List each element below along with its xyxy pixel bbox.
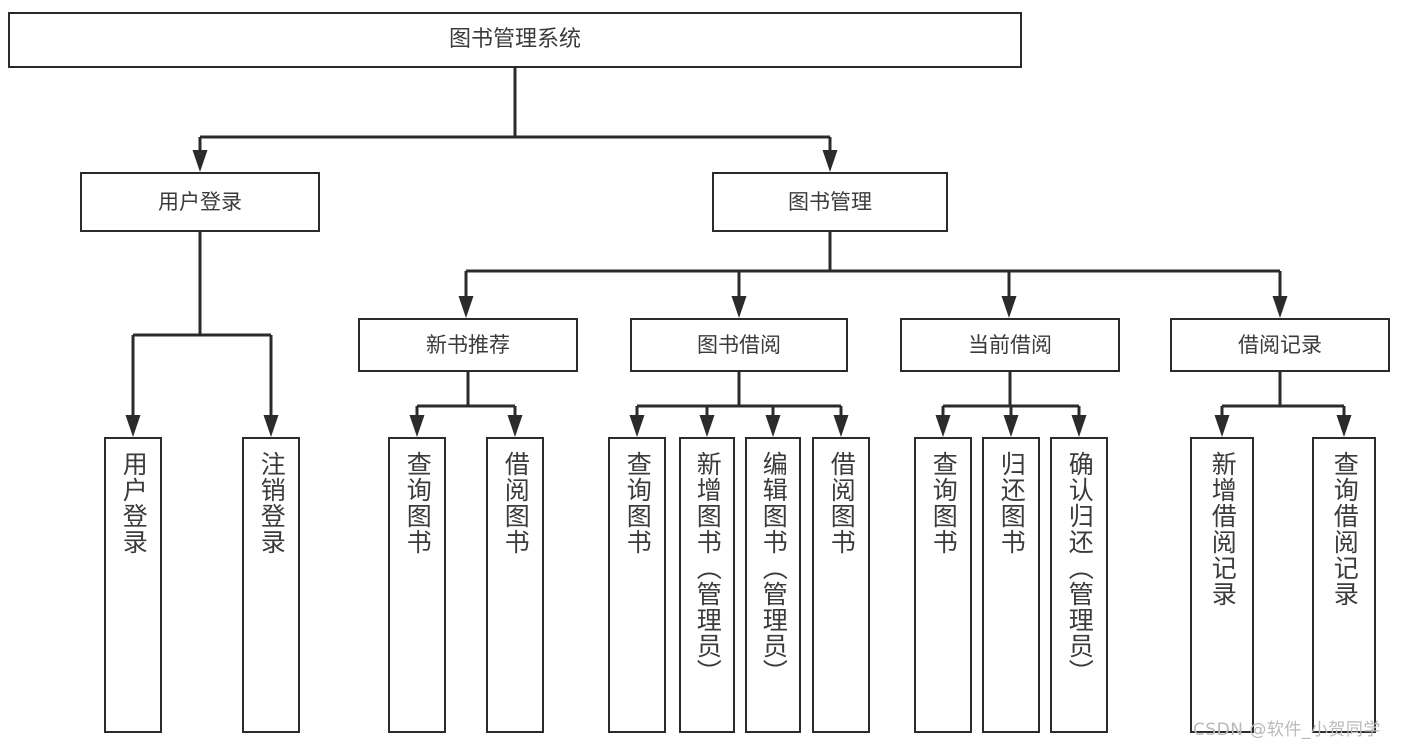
node-leaf-label: 新增图书（管理员） — [693, 451, 723, 685]
node-book-management[interactable]: 图书管理 — [712, 172, 948, 232]
node-leaf-label: 新增借阅记录 — [1208, 451, 1238, 607]
node-leaf-label: 注销登录 — [257, 451, 287, 555]
node-leaf-query-borrow-record[interactable]: 查询借阅记录 — [1312, 437, 1376, 733]
node-new-book-recommend-label: 新书推荐 — [426, 332, 510, 357]
node-leaf-return-book[interactable]: 归还图书 — [982, 437, 1040, 733]
node-leaf-label: 借阅图书 — [827, 451, 857, 555]
node-leaf-label: 查询图书 — [623, 451, 653, 555]
node-leaf-label: 用户登录 — [119, 451, 149, 555]
node-book-borrow-label: 图书借阅 — [697, 332, 781, 357]
node-borrow-records[interactable]: 借阅记录 — [1170, 318, 1390, 372]
node-leaf-edit-book-admin[interactable]: 编辑图书（管理员） — [745, 437, 801, 733]
node-current-borrow-label: 当前借阅 — [968, 332, 1052, 357]
node-leaf-borrow-book-recommend[interactable]: 借阅图书 — [486, 437, 544, 733]
node-leaf-add-borrow-record[interactable]: 新增借阅记录 — [1190, 437, 1254, 733]
node-leaf-borrow-book[interactable]: 借阅图书 — [812, 437, 870, 733]
node-leaf-user-login[interactable]: 用户登录 — [104, 437, 162, 733]
node-new-book-recommend[interactable]: 新书推荐 — [358, 318, 578, 372]
node-leaf-logout[interactable]: 注销登录 — [242, 437, 300, 733]
node-leaf-label: 归还图书 — [997, 451, 1027, 555]
node-leaf-label: 借阅图书 — [501, 451, 531, 555]
node-root-label: 图书管理系统 — [448, 27, 581, 52]
node-leaf-label: 查询图书 — [403, 451, 433, 555]
node-leaf-query-book-current[interactable]: 查询图书 — [914, 437, 972, 733]
node-root-system[interactable]: 图书管理系统 — [8, 12, 1022, 68]
node-leaf-label: 确认归还（管理员） — [1065, 451, 1095, 685]
node-leaf-query-book-recommend[interactable]: 查询图书 — [388, 437, 446, 733]
node-leaf-query-book-borrow[interactable]: 查询图书 — [608, 437, 666, 733]
node-leaf-label: 查询图书 — [929, 451, 959, 555]
node-user-login-label: 用户登录 — [158, 189, 242, 214]
node-leaf-confirm-return-admin[interactable]: 确认归还（管理员） — [1050, 437, 1108, 733]
node-borrow-records-label: 借阅记录 — [1238, 332, 1322, 357]
node-current-borrow[interactable]: 当前借阅 — [900, 318, 1120, 372]
node-book-management-label: 图书管理 — [788, 189, 872, 214]
node-book-borrow[interactable]: 图书借阅 — [630, 318, 848, 372]
node-user-login[interactable]: 用户登录 — [80, 172, 320, 232]
node-leaf-label: 查询借阅记录 — [1330, 451, 1360, 607]
node-leaf-add-book-admin[interactable]: 新增图书（管理员） — [679, 437, 735, 733]
node-leaf-label: 编辑图书（管理员） — [759, 451, 789, 685]
